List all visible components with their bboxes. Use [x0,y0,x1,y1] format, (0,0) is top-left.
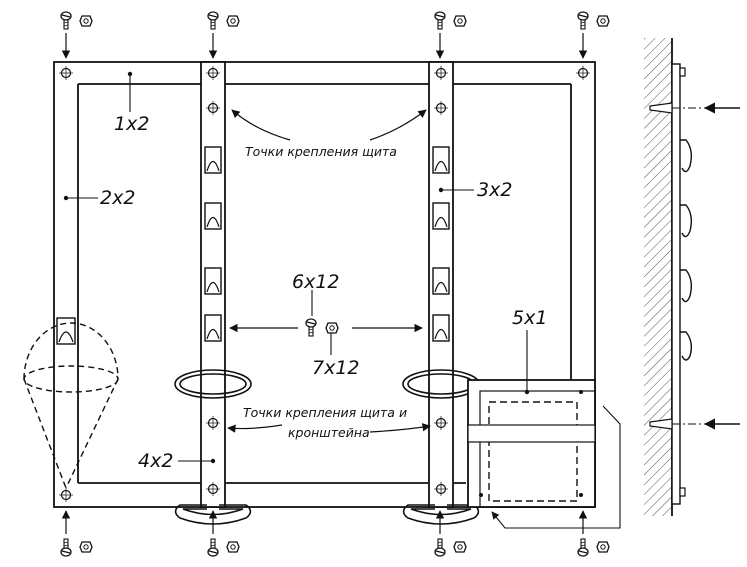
note-mount-points: Точки крепления щита [245,144,397,159]
label-part-3: 3x2 [477,179,512,201]
top-fasteners [60,11,610,59]
label-part-4: 4x2 [138,450,173,472]
bottom-fasteners [60,510,610,557]
vertical-strip-right [428,61,454,508]
wall-hatch [644,38,672,516]
note-mount-points-bracket-2: кронштейна [288,425,370,440]
frame [53,61,596,508]
label-part-5: 5x1 [512,307,547,329]
label-part-7: 7x12 [312,357,360,379]
label-part-2: 2x2 [100,187,135,209]
left-cone [23,317,119,489]
electrical-box [467,379,596,508]
center-fasteners [305,318,339,337]
side-view [644,38,740,516]
mount-arrows [227,109,431,433]
label-part-1: 1x2 [114,113,149,135]
frame-outer [53,61,596,508]
vertical-strip-left [200,61,226,508]
panel-side [671,63,681,505]
note-mount-points-bracket-1: Точки крепления щита и [243,405,407,420]
leaders [66,74,621,529]
label-part-6: 6x12 [292,271,340,293]
